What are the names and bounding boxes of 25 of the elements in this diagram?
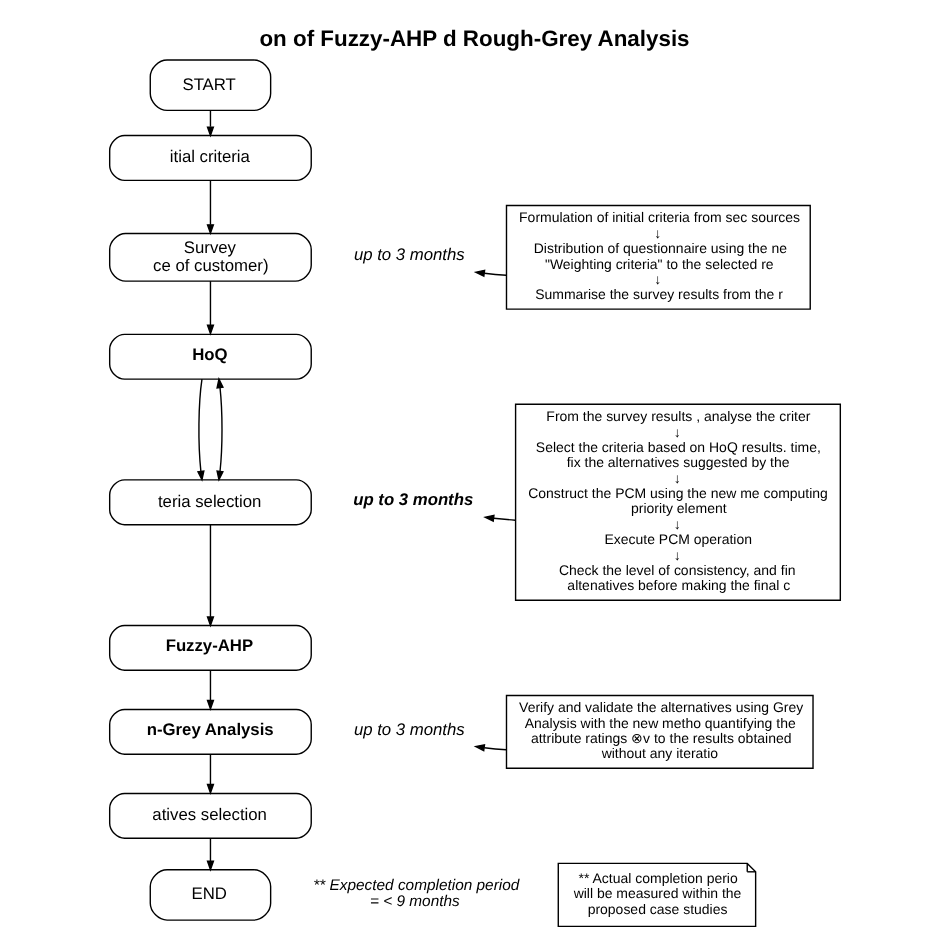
node-box: teria selection <box>108 478 311 525</box>
node-box: Survey ce of customer) <box>108 231 311 281</box>
arrow <box>195 377 204 481</box>
node-box: n-Grey Analysis <box>108 707 311 754</box>
node-box: END <box>148 868 271 920</box>
arrow <box>205 752 214 795</box>
arrow <box>215 376 223 481</box>
arrow <box>472 742 506 751</box>
arrow <box>205 523 214 627</box>
arrow <box>205 179 214 235</box>
label: ** Expected completion period = < 9 months <box>312 875 519 909</box>
node-box: itial criteria <box>108 133 311 181</box>
arrow <box>205 668 214 711</box>
arrow <box>205 836 214 871</box>
node-box: START <box>148 58 271 111</box>
node-box: atives selection <box>108 791 311 838</box>
arrow <box>472 268 506 277</box>
arrow <box>205 279 214 335</box>
node-box: Fuzzy-AHP <box>108 623 311 670</box>
node-text: up to 3 months <box>352 717 464 738</box>
arrow <box>482 513 516 522</box>
diagram-title: on of Fuzzy-AHP d Rough-Grey Analysis <box>258 26 689 51</box>
node-text: up to 3 months <box>352 243 464 264</box>
node-box: HoQ <box>108 332 311 379</box>
node-text: up to 3 months <box>352 488 473 509</box>
